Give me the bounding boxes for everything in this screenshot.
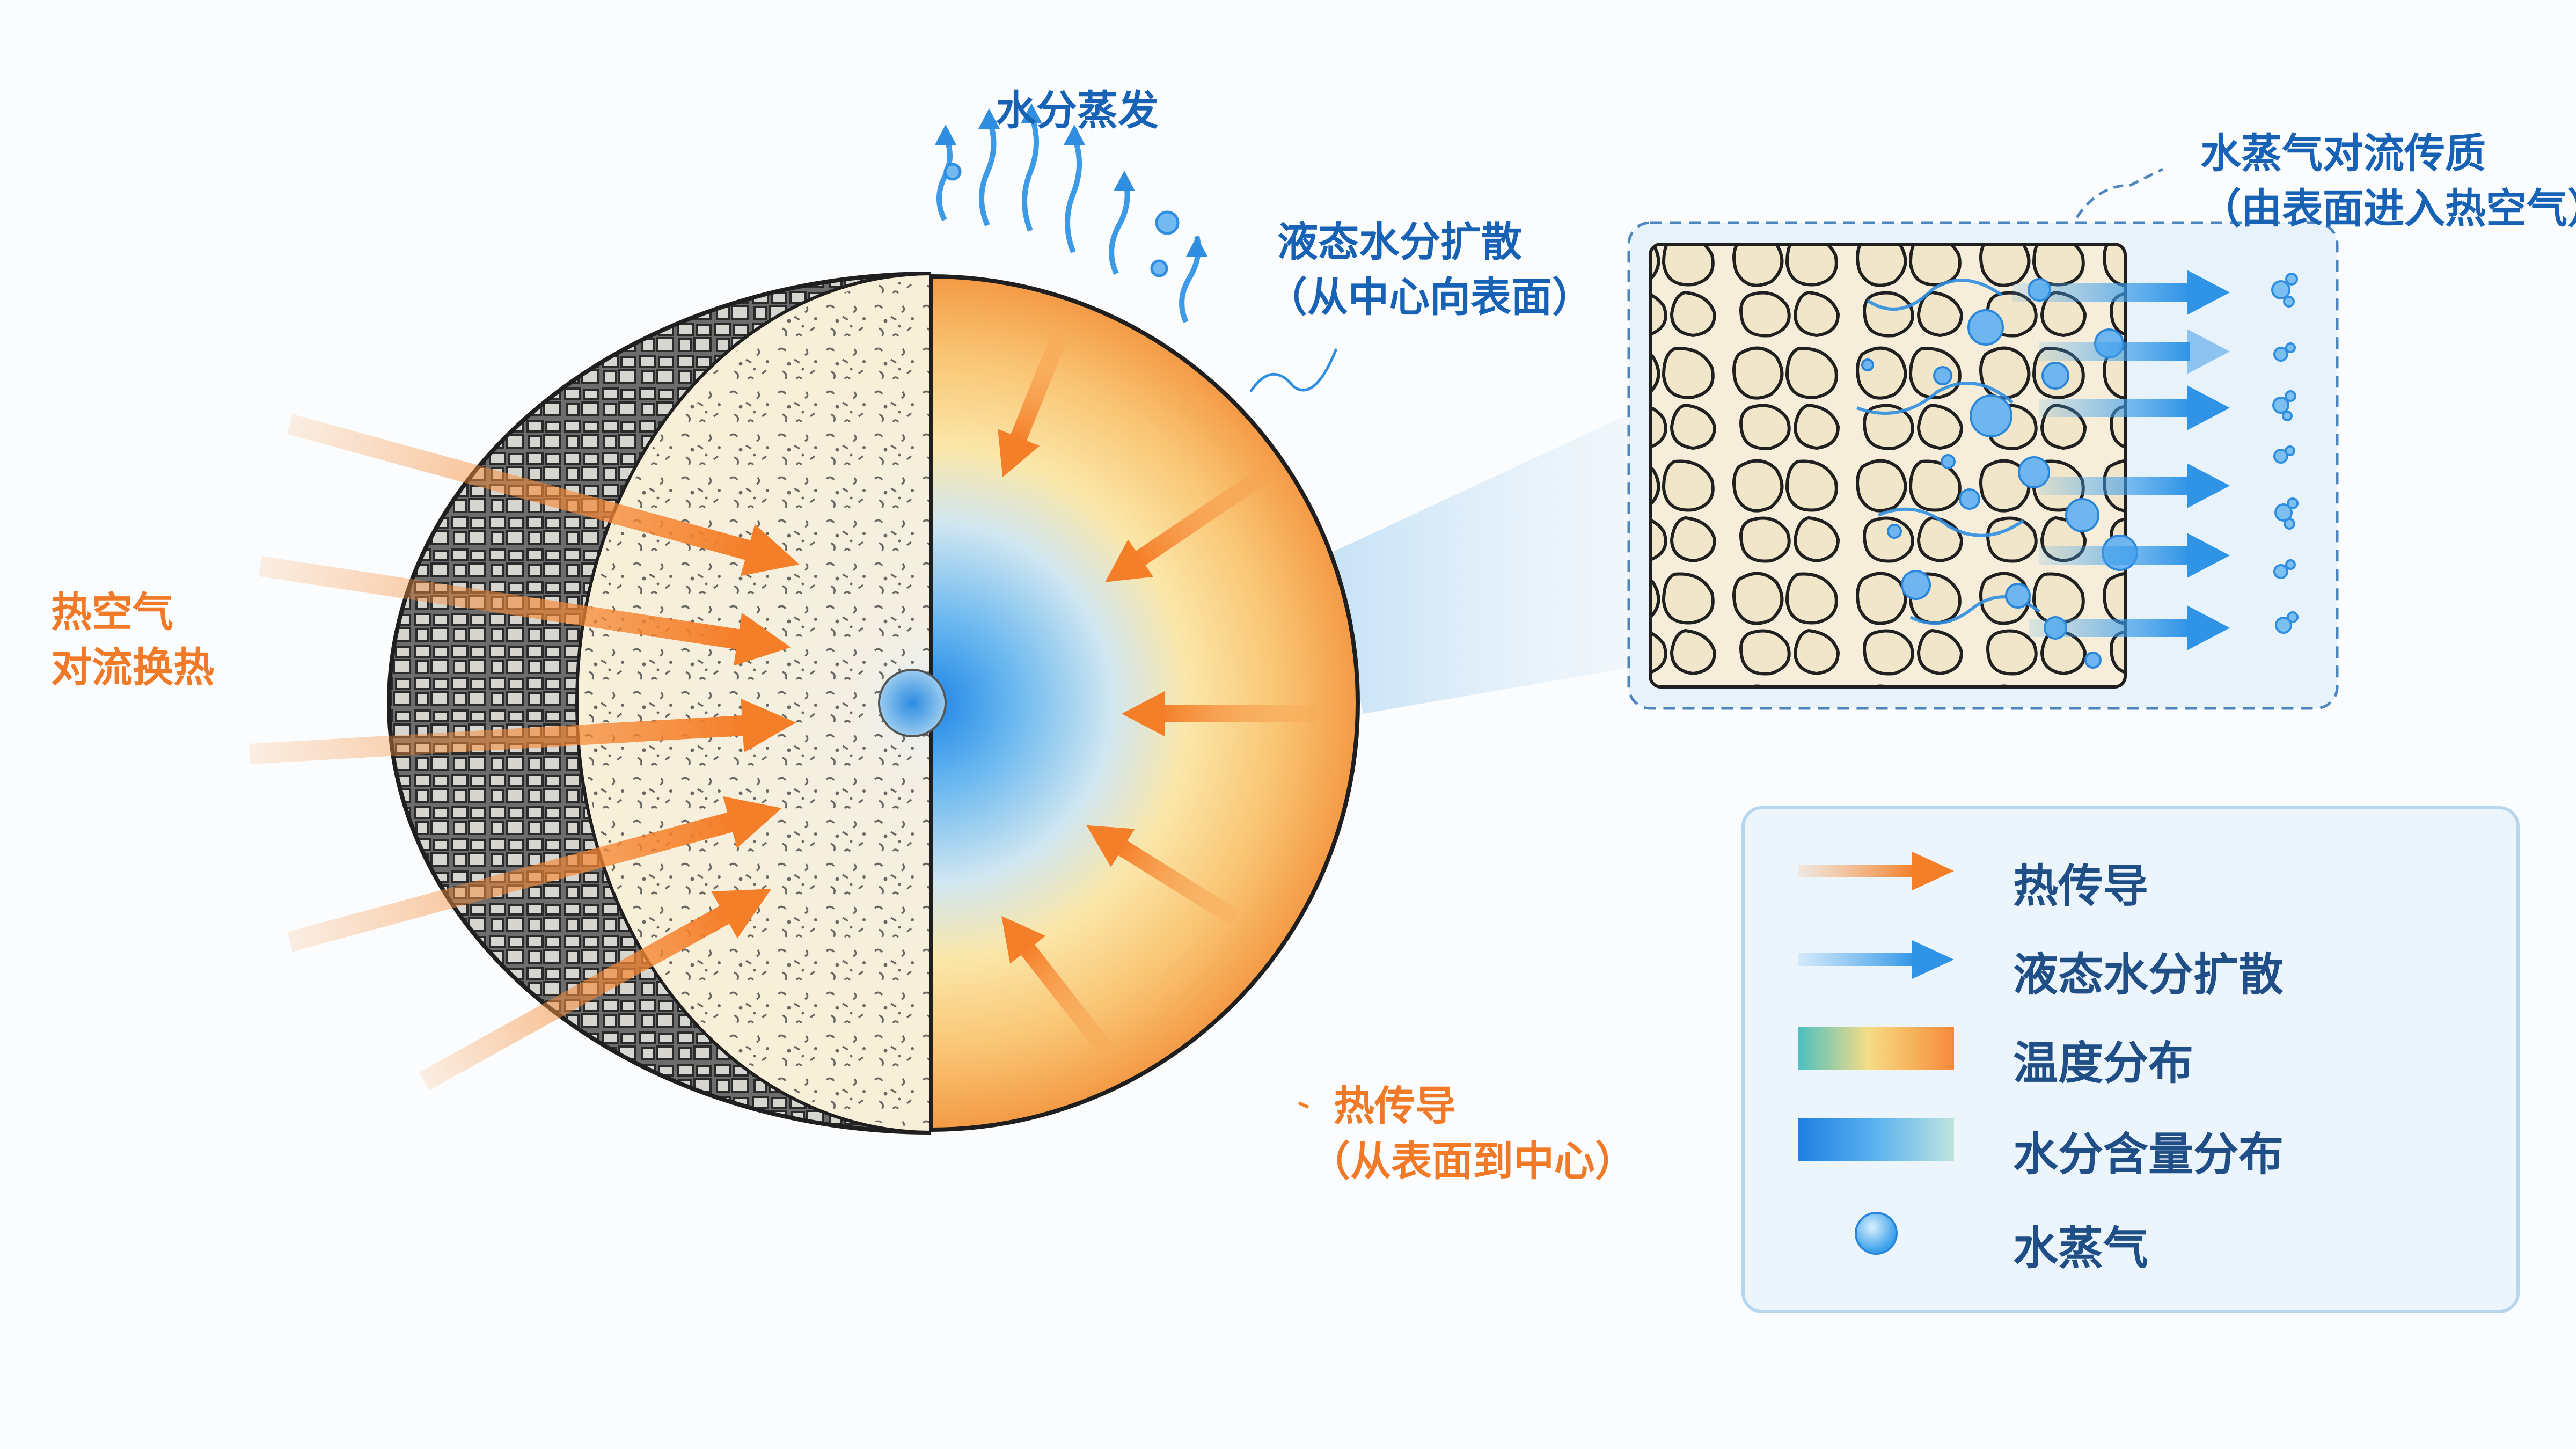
legend: 热传导 液态水分扩散 温度分布 水分含量分布 水蒸气: [1741, 806, 2520, 1313]
label-hot-air: 热空气 对流换热: [51, 585, 214, 695]
legend-label: 水蒸气: [2013, 1222, 2149, 1275]
orange-arrow-icon: [1798, 852, 1954, 890]
legend-label: 水分含量分布: [2013, 1128, 2284, 1181]
blue-arrow-icon: [1798, 940, 1954, 979]
heat-conduction-arrows: [998, 332, 1318, 1055]
label-liquid-diffusion: 液态水分扩散 （从中心向表面）: [1267, 215, 1593, 325]
evaporation-arrowheads: [935, 103, 1208, 257]
legend-item-liquid-diffusion: 液态水分扩散: [1745, 919, 2516, 1001]
core: [878, 669, 947, 737]
label-liquid-diffusion-sub: （从中心向表面）: [1267, 273, 1593, 321]
vapor-convection-arrows: [2012, 270, 2230, 650]
conduction-leader-line: [1298, 1101, 1309, 1109]
diffusion-leader-line: [1249, 348, 1338, 393]
legend-item-vapor: 水蒸气: [1745, 1193, 2516, 1275]
legend-item-temperature: 温度分布: [1745, 1008, 2516, 1089]
temperature-gradient-swatch: [1798, 1027, 1954, 1070]
vapor-puffs: [2271, 273, 2299, 634]
legend-item-moisture: 水分含量分布: [1745, 1099, 2516, 1181]
legend-label: 热传导: [2013, 860, 2149, 912]
evaporation-droplets: [943, 163, 1180, 277]
label-hot-air-line2: 对流换热: [51, 643, 214, 691]
label-vapor-convection-sub: （由表面进入热空气）: [2200, 184, 2576, 232]
legend-item-heat-conduction: 热传导: [1745, 831, 2516, 912]
inset-leader-line: [2075, 167, 2164, 218]
label-liquid-diffusion-title: 液态水分扩散: [1277, 218, 1522, 266]
moisture-gradient-swatch: [1798, 1118, 1954, 1161]
vapor-bubble-icon: [1855, 1212, 1898, 1255]
label-heat-conduction-sub: （从表面到中心）: [1309, 1137, 1636, 1185]
label-heat-conduction: 热传导 （从表面到中心）: [1309, 1079, 1636, 1189]
label-hot-air-line1: 热空气: [51, 588, 173, 636]
zoom-beam: [1331, 408, 1642, 714]
label-heat-conduction-title: 热传导: [1334, 1082, 1456, 1130]
label-vapor-convection-title: 水蒸气对流传质: [2200, 129, 2486, 177]
evaporation-arrows: [936, 112, 1201, 324]
hot-air-arrows: [248, 414, 800, 1091]
label-vapor-convection: 水蒸气对流传质 （由表面进入热空气）: [2200, 126, 2576, 236]
label-moisture-evaporation: 水分蒸发: [996, 86, 1159, 134]
legend-label: 温度分布: [2013, 1037, 2194, 1089]
inset-microstructure: [1649, 243, 2127, 689]
legend-label: 液态水分扩散: [2013, 948, 2284, 1001]
crumb-texture: [582, 279, 931, 1127]
